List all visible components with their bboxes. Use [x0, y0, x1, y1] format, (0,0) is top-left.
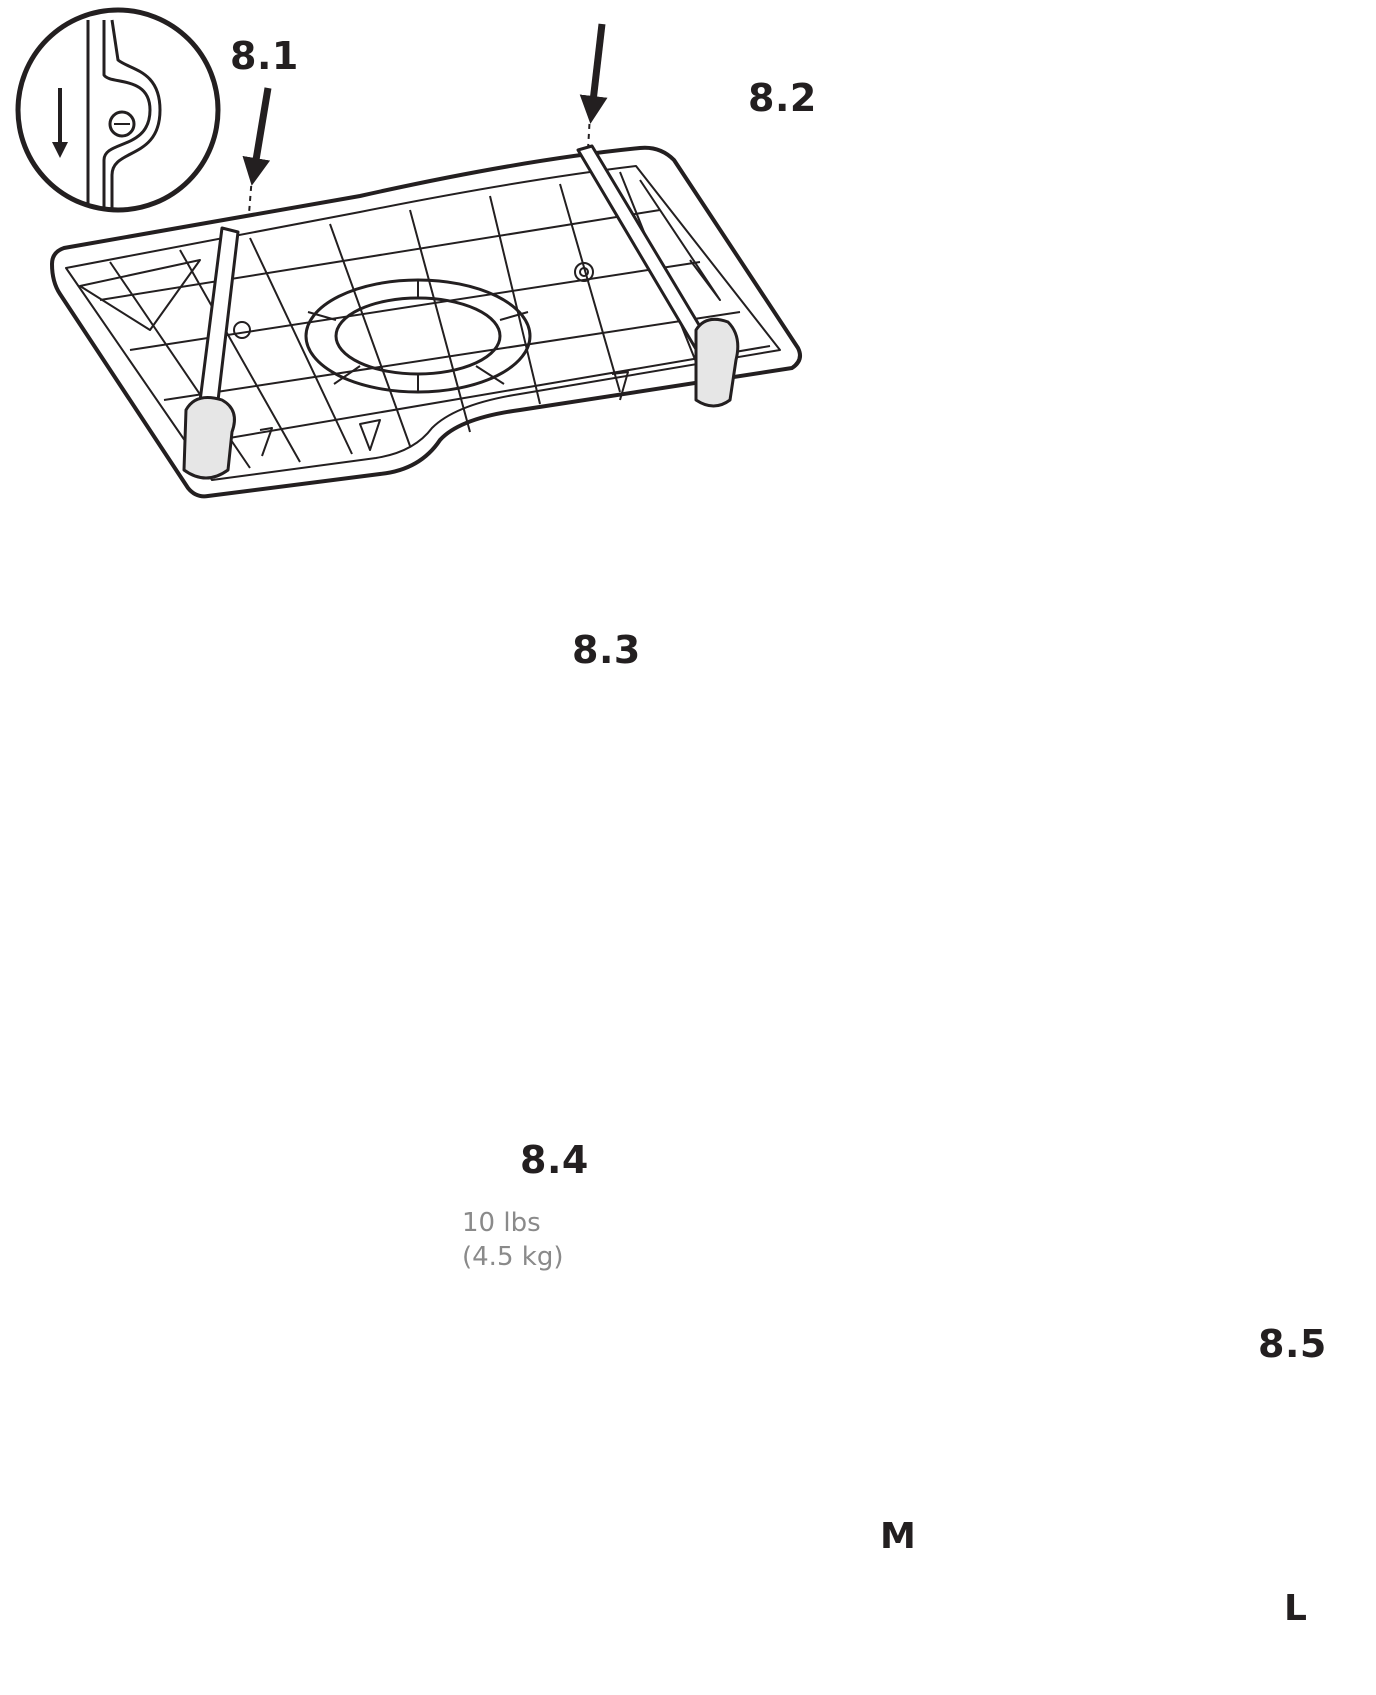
tray-perspective — [50, 144, 802, 499]
detail-circle-8-1 — [15, 7, 221, 213]
step-8-1-illustration — [15, 7, 802, 499]
step-label-8-4: 8.4 — [520, 1138, 589, 1182]
step-label-8-3: 8.3 — [572, 628, 641, 672]
step-label-8-1: 8.1 — [230, 34, 299, 78]
part-label-m: M — [880, 1516, 916, 1557]
weight-lbs: 10 lbs — [462, 1208, 541, 1238]
weight-label: 10 lbs (4.5 kg) — [462, 1206, 563, 1274]
press-arrow-left — [242, 87, 272, 186]
step-label-8-5: 8.5 — [1258, 1322, 1327, 1366]
press-arrow-right — [579, 23, 608, 124]
step-label-8-2: 8.2 — [748, 76, 817, 120]
weight-kg: (4.5 kg) — [462, 1242, 564, 1272]
part-label-l: L — [1284, 1588, 1307, 1629]
